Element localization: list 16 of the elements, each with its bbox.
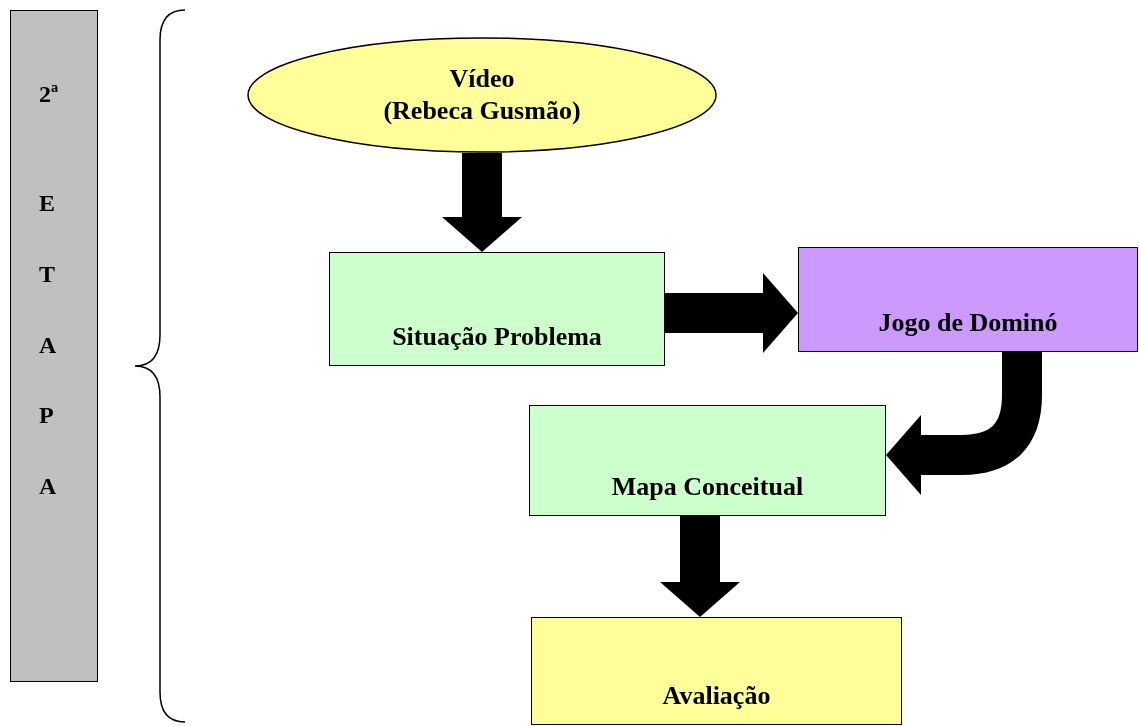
stage-bar	[10, 10, 98, 682]
node-text: Avaliação	[662, 679, 771, 712]
node-text: Jogo de Dominó	[878, 306, 1058, 339]
node-text: (Rebeca Gusmão)	[383, 95, 581, 127]
node-text: Situação Problema	[392, 320, 602, 353]
stage-number: 2ª	[39, 81, 59, 108]
node-text: Vídeo	[449, 62, 515, 95]
node-text: Mapa Conceitual	[611, 470, 804, 503]
stage-label: ETAPA	[39, 189, 58, 502]
block-arrow	[665, 273, 798, 353]
process-box	[329, 252, 665, 366]
process-box	[531, 617, 902, 725]
process-box	[529, 405, 886, 516]
block-arrow	[442, 153, 522, 252]
process-box	[798, 247, 1138, 352]
ellipse-node	[247, 37, 717, 153]
